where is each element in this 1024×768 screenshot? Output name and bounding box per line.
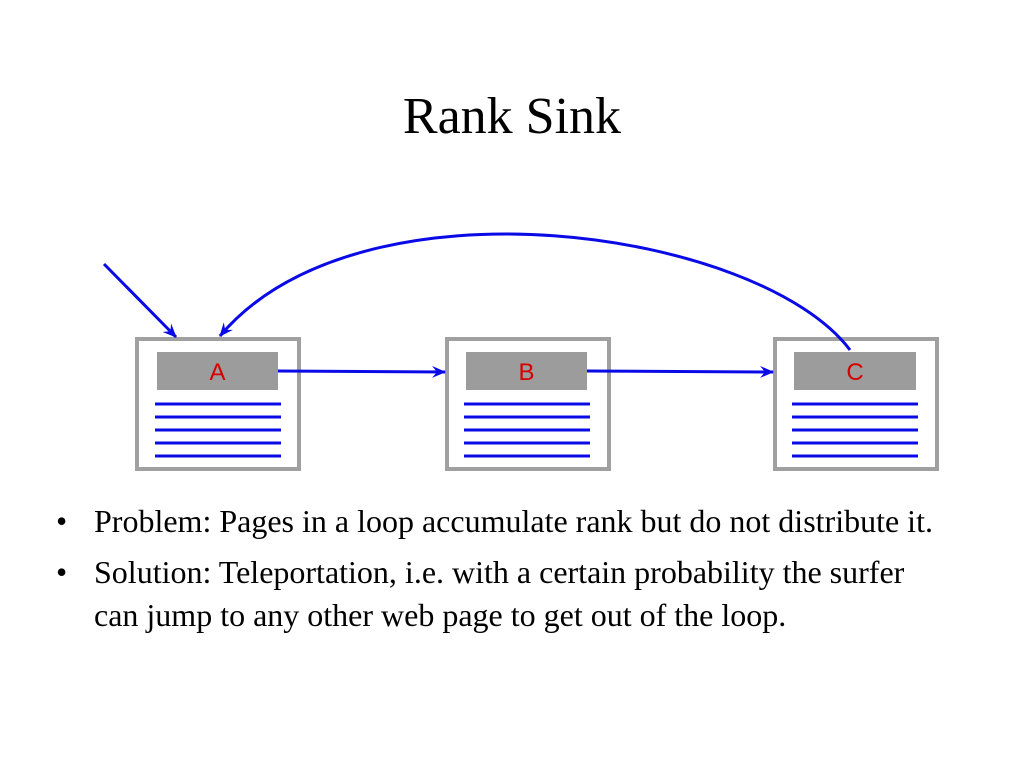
bullet-item-solution: • Solution: Teleportation, i.e. with a c… (52, 551, 952, 637)
bullet-marker: • (56, 554, 68, 590)
edge-c-to-a (218, 232, 852, 351)
page-header (157, 352, 278, 390)
bullet-item-problem: • Problem: Pages in a loop accumulate ra… (52, 500, 952, 543)
page-header (466, 352, 587, 390)
page-node-b: B (445, 337, 611, 471)
page-node-a: A (135, 337, 301, 471)
bullet-text: Solution: Teleportation, i.e. with a cer… (94, 554, 905, 633)
page-header (794, 352, 916, 390)
bullet-marker: • (56, 503, 68, 539)
bullet-text: Problem: Pages in a loop accumulate rank… (94, 503, 933, 539)
text-lines (464, 402, 590, 458)
node-label-b: B (518, 359, 534, 386)
text-lines (792, 402, 918, 458)
text-lines (155, 402, 281, 458)
node-label-c: C (846, 359, 863, 386)
node-label-a: A (209, 359, 225, 386)
bullet-list: • Problem: Pages in a loop accumulate ra… (52, 500, 952, 645)
edge-a-to-b (277, 365, 446, 378)
edge-b-to-c (586, 365, 774, 378)
page-node-c: C (773, 337, 939, 471)
slide-title: Rank Sink (402, 88, 622, 145)
edge-external-to-a (102, 262, 178, 339)
